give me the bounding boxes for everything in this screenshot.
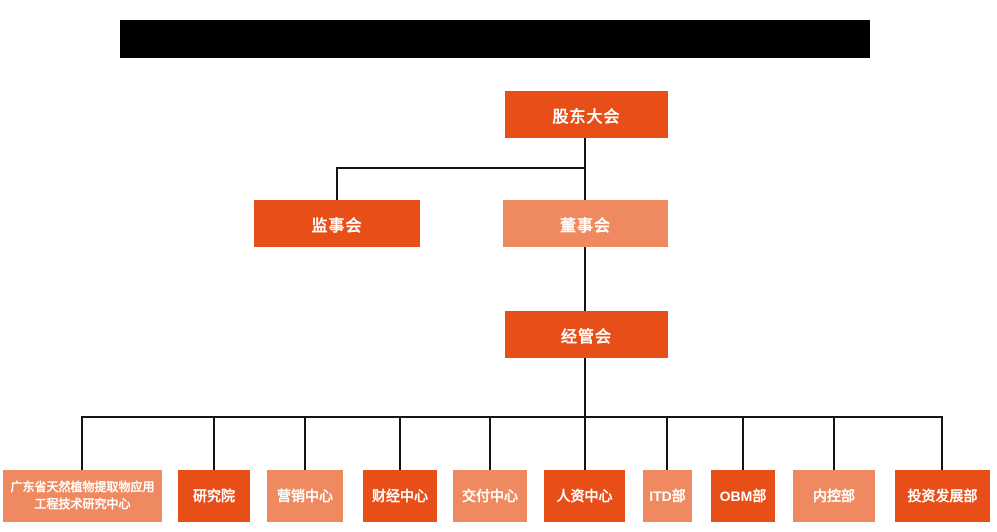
redacted-title-bar xyxy=(120,20,870,58)
connector-management-down xyxy=(584,358,586,417)
connector-supervisory-drop xyxy=(336,167,338,200)
connector-drop-finance-center xyxy=(399,416,401,470)
connector-drop-itd-dept xyxy=(666,416,668,470)
org-node-board-of-directors: 董事会 xyxy=(503,200,668,247)
org-node-itd-dept: ITD部 xyxy=(643,470,692,522)
connector-drop-research-center xyxy=(81,416,83,470)
connector-board-to-management xyxy=(584,247,586,311)
org-node-obm-dept: OBM部 xyxy=(711,470,775,522)
org-node-management-committee: 经管会 xyxy=(505,311,668,358)
org-node-supervisory-board: 监事会 xyxy=(254,200,420,247)
connector-drop-delivery-center xyxy=(489,416,491,470)
connector-drop-internal-control xyxy=(833,416,835,470)
connector-shareholders-down xyxy=(584,138,586,200)
org-node-investment-development-dept: 投资发展部 xyxy=(895,470,990,522)
org-node-internal-control-dept: 内控部 xyxy=(793,470,875,522)
connector-drop-marketing-center xyxy=(304,416,306,470)
org-node-finance-center: 财经中心 xyxy=(363,470,437,522)
connector-drop-research-institute xyxy=(213,416,215,470)
org-node-marketing-center: 营销中心 xyxy=(267,470,343,522)
org-node-research-institute: 研究院 xyxy=(178,470,250,522)
connector-drop-hr-center xyxy=(584,416,586,470)
org-node-shareholders-meeting: 股东大会 xyxy=(505,91,668,138)
connector-distributor-horizontal xyxy=(81,416,943,418)
connector-branch-horizontal xyxy=(336,167,586,169)
org-node-delivery-center: 交付中心 xyxy=(453,470,527,522)
org-node-hr-center: 人资中心 xyxy=(544,470,625,522)
connector-drop-investment-development xyxy=(941,416,943,470)
connector-drop-obm-dept xyxy=(742,416,744,470)
org-node-research-center: 广东省天然植物提取物应用工程技术研究中心 xyxy=(3,470,162,522)
